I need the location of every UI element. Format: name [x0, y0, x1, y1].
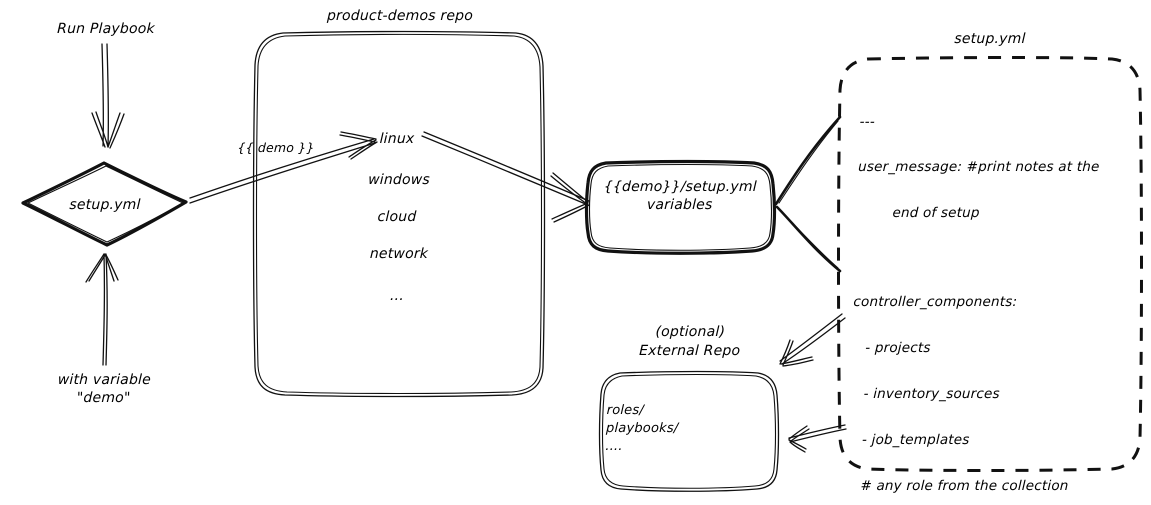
yml-line: - projects: [851, 340, 931, 356]
repo-item-network: network: [369, 246, 429, 262]
external-repo-box-shape: [598, 370, 780, 492]
demo-vars-box-label: {{demo}}/setup.yml variables: [603, 179, 758, 214]
repo-item-ellipsis: ...: [389, 288, 405, 304]
arrow-controller-projects-to-repo: [779, 313, 846, 367]
setup-yml-dashed-box: [837, 56, 1143, 472]
repo-item-cloud: cloud: [377, 209, 417, 225]
yml-line: user_message: #print notes at the: [857, 159, 1100, 175]
setup-yml-dashed-title: setup.yml: [954, 31, 1026, 47]
external-repo-item-ellipsis: ....: [605, 438, 623, 454]
setup-yml-diamond-label: setup.yml: [69, 197, 141, 213]
product-demos-repo-box: [252, 30, 546, 398]
run-playbook-label: Run Playbook: [56, 21, 156, 37]
external-repo-title: (optional) External Repo: [638, 324, 741, 359]
yml-line: # any role from the collection: [846, 478, 1069, 494]
repo-item-windows: windows: [367, 172, 431, 188]
demo-vars-box-shape: [584, 159, 777, 255]
yml-line: - inventory_sources: [849, 386, 1001, 402]
external-repo-item-playbooks: playbooks/: [605, 420, 679, 436]
yml-line: controller_components:: [853, 294, 1018, 310]
arrow-linux-to-demo-vars: [421, 131, 590, 223]
yml-line: end of setup: [856, 205, 980, 221]
arrows-setupyml-to-demo-vars: [774, 115, 842, 273]
arrow-with-variable: [85, 253, 119, 366]
yml-line: ---: [859, 114, 876, 130]
yml-line: - job_templates: [848, 432, 970, 448]
setup-yml-content: --- user_message: #print notes at the en…: [829, 89, 1102, 505]
repo-item-linux: linux: [379, 131, 415, 147]
arrow-controller-job-templates-to-repo: [788, 424, 847, 453]
setup-yml-diamond-shape: [21, 161, 188, 247]
with-variable-label: with variable "demo": [57, 372, 152, 407]
arrow-demo-to-linux: [189, 131, 378, 204]
product-demos-repo-title: product-demos repo: [326, 8, 474, 24]
yml-line: [855, 253, 1097, 269]
arrow-run-playbook: [91, 43, 125, 149]
edge-label-demo-var: {{ demo }}: [237, 140, 315, 155]
external-repo-items: roles/playbooks/....: [605, 402, 679, 456]
external-repo-item-roles: roles/: [606, 403, 645, 418]
